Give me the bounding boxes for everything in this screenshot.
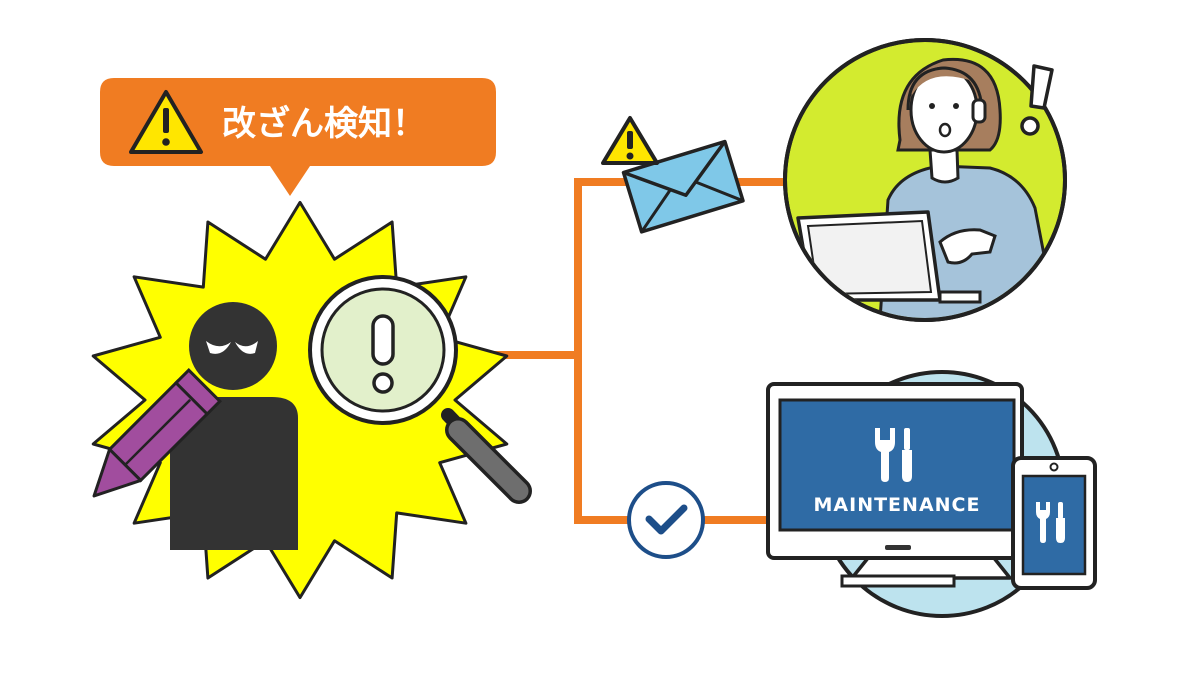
alert-callout: 改ざん検知！ [100,78,496,196]
tablet-wrench-icon [1036,502,1065,543]
email-warning-icon [601,116,745,234]
alert-burst [91,200,509,600]
check-circle-icon [627,481,705,559]
wrench-screwdriver-icon [875,428,912,482]
monitor-tablet-icon: MAINTENANCE [766,382,1097,590]
monitor: MAINTENANCE [766,382,1024,588]
warning-icon [129,90,203,154]
person-at-laptop-icon [796,57,1050,318]
tablet [1011,456,1097,590]
hacker-icon [170,302,298,550]
monitor-screen-label: MAINTENANCE [814,494,981,516]
magnifier-exclamation-icon [308,275,532,504]
exclamation-icon [1020,64,1054,136]
pencil-icon [92,367,223,498]
operator-circle [783,38,1067,322]
alert-callout-label: 改ざん検知！ [222,104,426,144]
